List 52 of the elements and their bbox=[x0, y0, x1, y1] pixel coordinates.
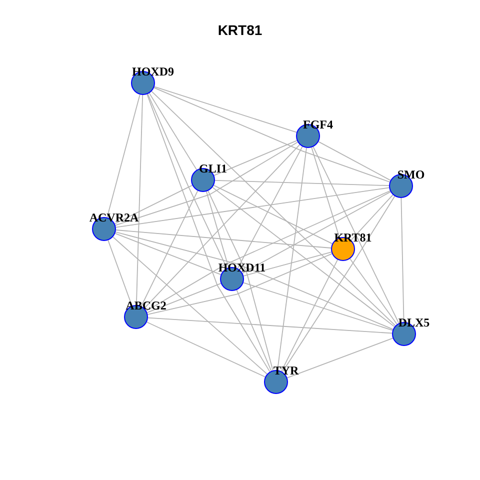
edge-line bbox=[147, 94, 228, 269]
edge-line bbox=[286, 338, 394, 378]
node-label: SMO bbox=[397, 168, 425, 182]
node-label: KRT81 bbox=[334, 232, 372, 244]
edge-line bbox=[144, 144, 300, 309]
edge-line bbox=[214, 180, 390, 186]
edge-line bbox=[242, 191, 391, 274]
edge-line bbox=[140, 190, 198, 307]
edge-line bbox=[350, 258, 398, 325]
edge-line bbox=[214, 140, 298, 176]
edge-line bbox=[112, 236, 268, 374]
node-label: ABCG2 bbox=[126, 300, 166, 312]
edge-line bbox=[154, 86, 298, 133]
edge-line bbox=[312, 146, 400, 324]
edge-line bbox=[243, 252, 332, 276]
edge-line bbox=[154, 87, 390, 182]
node-label: FGF4 bbox=[303, 118, 333, 132]
node-label: GLI1 bbox=[199, 162, 227, 176]
edge-line bbox=[350, 194, 394, 241]
node-label: HOXD9 bbox=[132, 66, 174, 78]
edge-line bbox=[146, 94, 270, 372]
edge-line bbox=[114, 142, 298, 226]
edge-line bbox=[115, 187, 390, 228]
edge-line bbox=[115, 232, 394, 330]
edge-line bbox=[146, 190, 390, 312]
edge-line bbox=[116, 230, 332, 248]
edge-line bbox=[213, 184, 333, 244]
edge-line bbox=[400, 198, 404, 322]
edge-line bbox=[106, 94, 140, 218]
node-label: ACVR2A bbox=[89, 212, 139, 224]
diagram-title: KRT81 bbox=[218, 22, 262, 38]
edge-line bbox=[146, 282, 222, 314]
edge-line bbox=[242, 282, 394, 331]
node-label: HOXD11 bbox=[218, 262, 266, 274]
node-label: TYR bbox=[273, 364, 299, 378]
edge-line bbox=[148, 317, 392, 334]
edge-line bbox=[151, 90, 396, 326]
edge-line bbox=[146, 322, 266, 378]
edge-line bbox=[147, 253, 332, 315]
node-label: DLX5 bbox=[398, 316, 430, 330]
edge-line bbox=[282, 196, 396, 372]
edge-line bbox=[212, 186, 395, 328]
edge-line bbox=[206, 191, 230, 268]
edge-line bbox=[148, 92, 198, 170]
edge-line bbox=[114, 184, 193, 224]
edge-line bbox=[280, 259, 338, 372]
edge-line bbox=[237, 146, 303, 269]
edge-line bbox=[236, 290, 272, 372]
edge-line bbox=[318, 141, 391, 181]
edge-line bbox=[311, 147, 340, 238]
edge-line bbox=[114, 232, 222, 276]
edge-line bbox=[208, 190, 274, 371]
